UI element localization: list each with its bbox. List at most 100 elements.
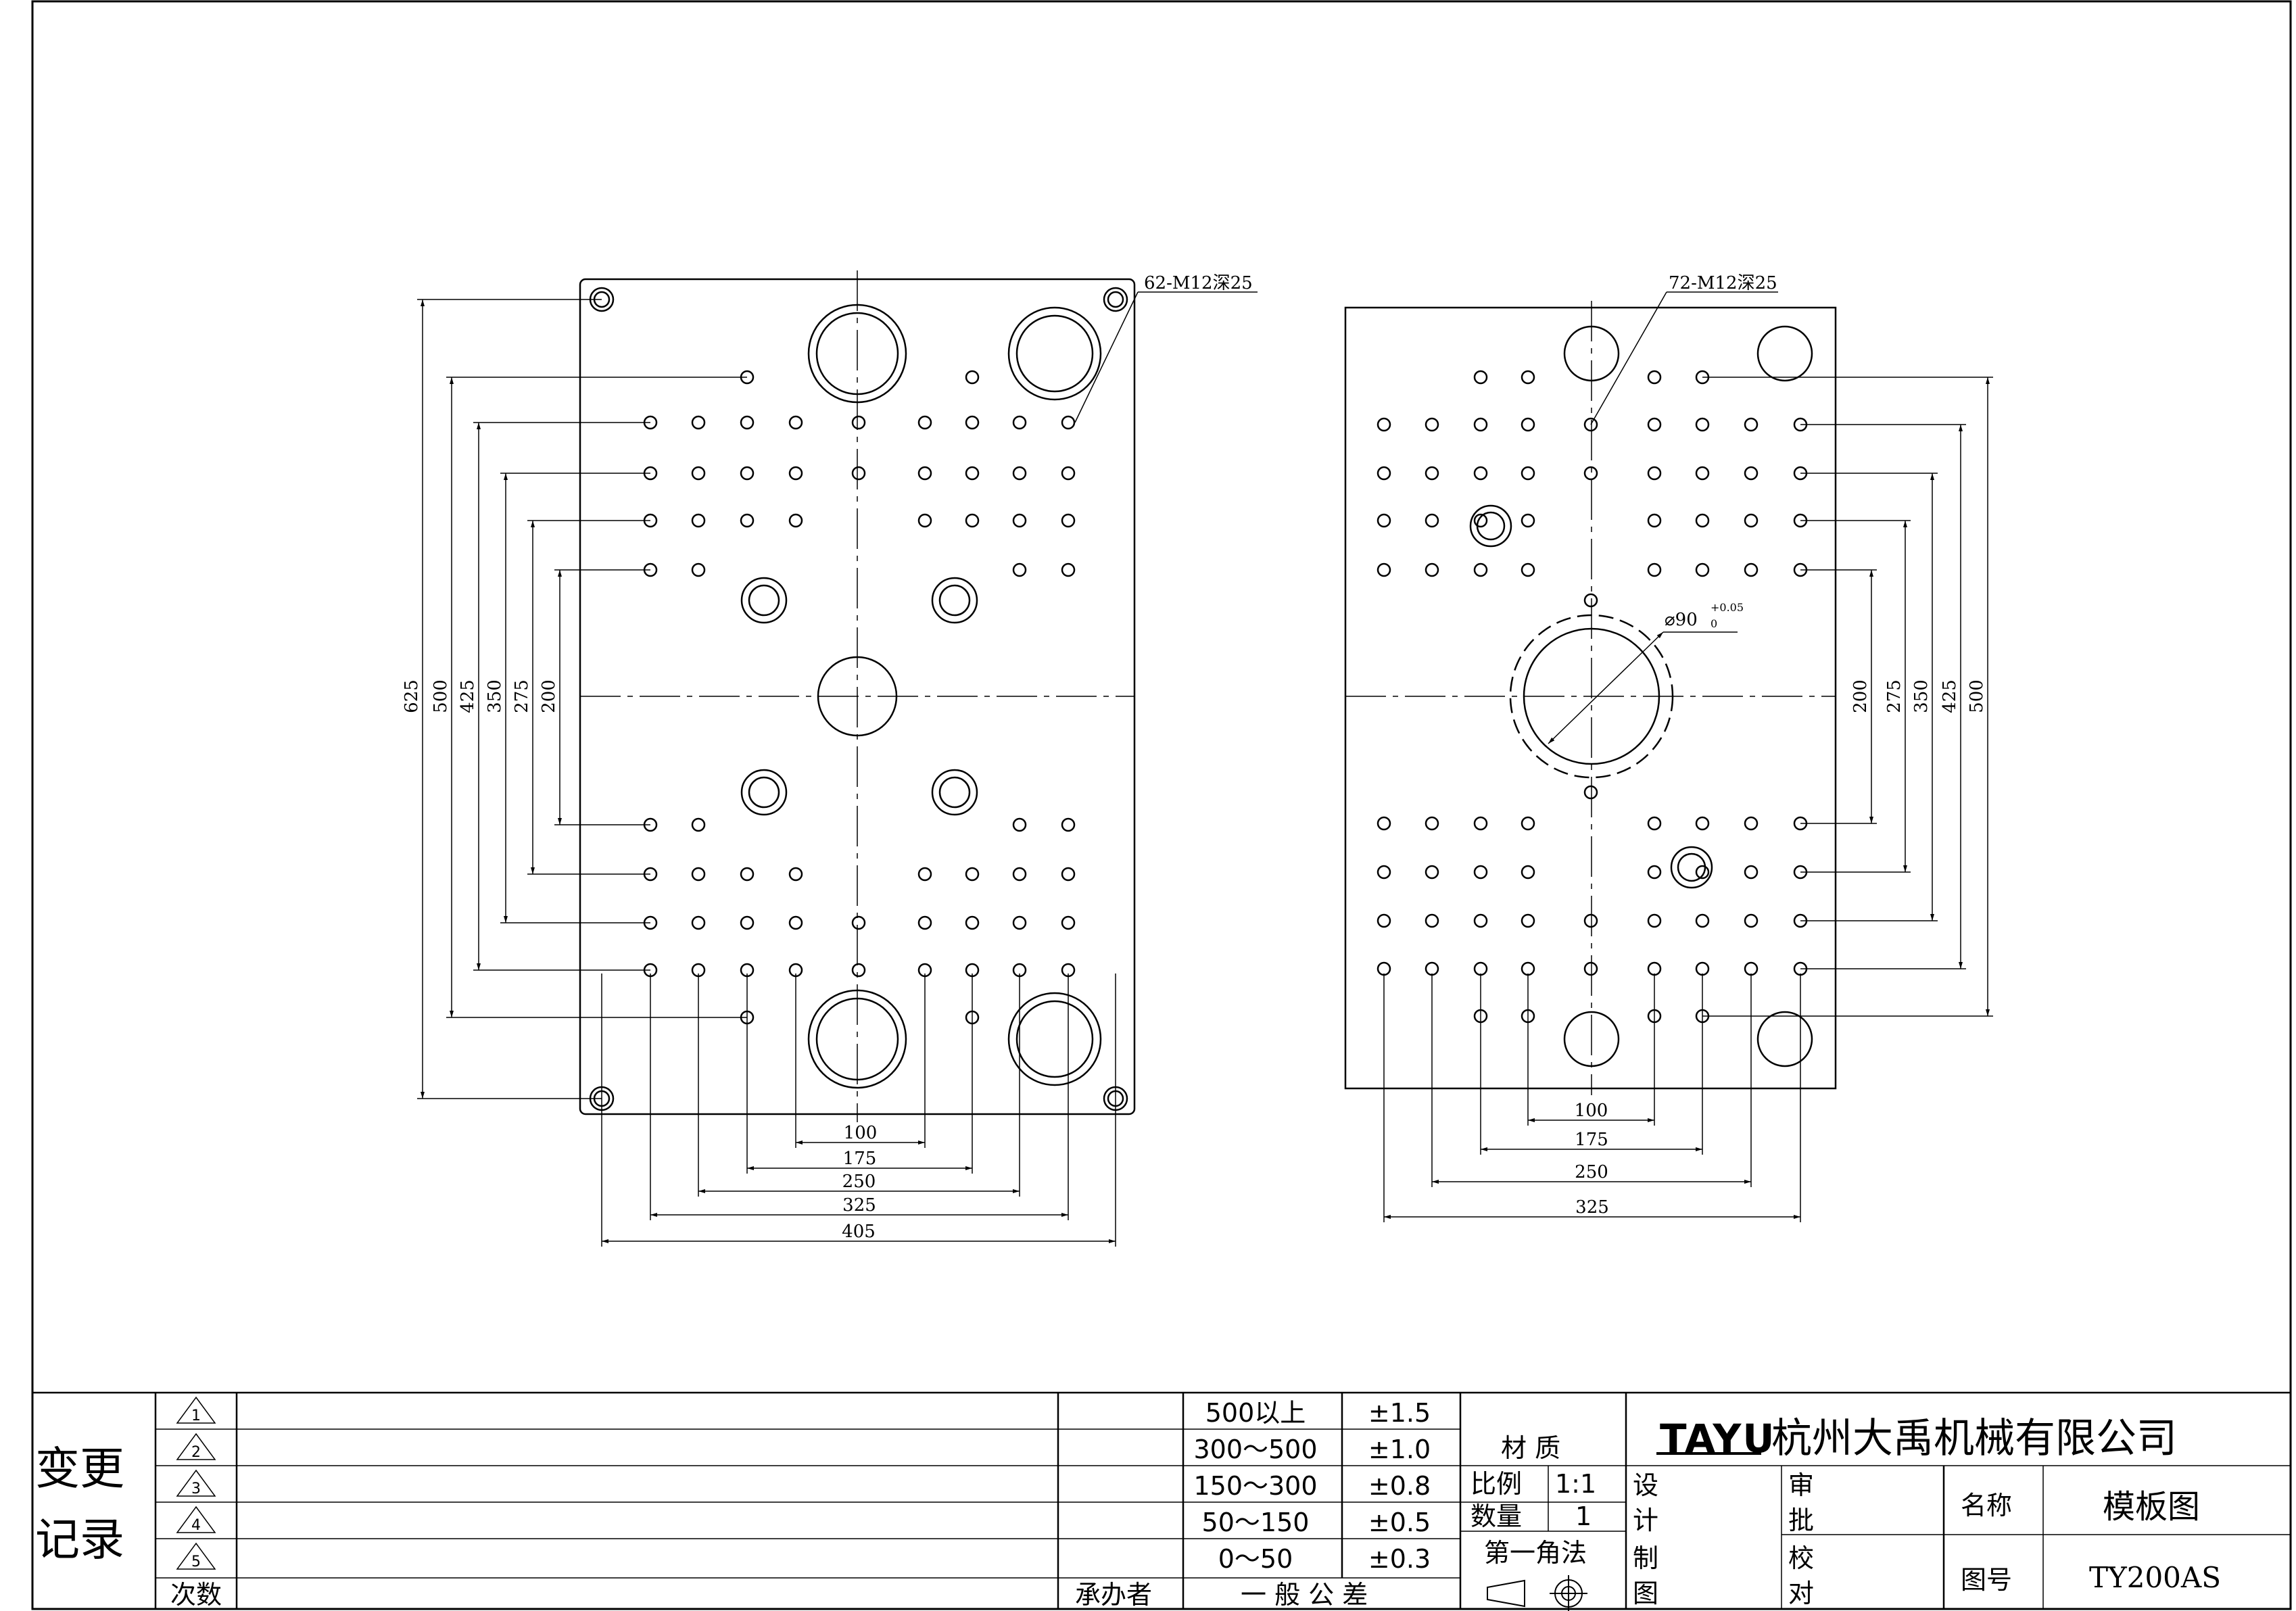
right-plate-features bbox=[1469, 325, 1813, 1067]
tolerance-value: ±0.8 bbox=[1368, 1471, 1431, 1501]
threaded-hole bbox=[1061, 562, 1076, 577]
quantity-label: 数量 bbox=[1470, 1501, 1522, 1531]
left-threaded-holes bbox=[589, 287, 1128, 1111]
threaded-hole bbox=[1583, 913, 1598, 928]
left-top-center-bore bbox=[807, 304, 907, 404]
tolerance-range: 0～50 bbox=[1218, 1544, 1293, 1574]
threaded-hole bbox=[1695, 513, 1710, 528]
threaded-hole bbox=[1744, 961, 1759, 976]
threaded-hole bbox=[1647, 513, 1662, 528]
threaded-hole bbox=[1377, 865, 1391, 880]
threaded-hole bbox=[1425, 913, 1439, 928]
design-label-2: 计 bbox=[1633, 1506, 1658, 1535]
threaded-hole bbox=[1695, 816, 1710, 831]
threaded-hole bbox=[1012, 817, 1027, 832]
draw-label-2: 图 bbox=[1633, 1579, 1658, 1608]
left-hdim-label: 405 bbox=[842, 1222, 876, 1242]
change-record-line1: 变更 bbox=[35, 1443, 124, 1495]
threaded-hole bbox=[1061, 867, 1076, 882]
right-hdim-label: 100 bbox=[1575, 1101, 1608, 1121]
threaded-hole bbox=[1473, 370, 1488, 385]
right-vdim-label: 350 bbox=[1911, 679, 1932, 713]
left-guide-tr bbox=[931, 577, 978, 624]
threaded-hole bbox=[1425, 816, 1439, 831]
left-guide-bl bbox=[740, 769, 788, 816]
threaded-hole bbox=[1647, 370, 1662, 385]
threaded-hole bbox=[788, 415, 803, 430]
left-vdim-label: 425 bbox=[458, 679, 478, 713]
threaded-hole bbox=[1473, 913, 1488, 928]
threaded-hole bbox=[1473, 816, 1488, 831]
right-vdim-label: 200 bbox=[1850, 679, 1871, 713]
right-plate-outline bbox=[1344, 306, 1837, 1090]
left-top-center-bore-inner bbox=[815, 312, 899, 395]
corner-hole bbox=[1103, 287, 1128, 312]
threaded-hole bbox=[691, 867, 706, 882]
threaded-hole bbox=[691, 513, 706, 528]
left-vdim-label: 275 bbox=[512, 679, 532, 713]
threaded-hole bbox=[788, 466, 803, 481]
threaded-hole bbox=[851, 963, 866, 978]
left-hdim-label: 175 bbox=[843, 1149, 877, 1169]
threaded-hole bbox=[1695, 466, 1710, 481]
threaded-hole bbox=[740, 415, 755, 430]
right-thread-callout-text: 72-M12深25 bbox=[1669, 273, 1777, 293]
threaded-hole bbox=[1583, 417, 1598, 432]
left-center-bore bbox=[817, 656, 898, 737]
revision-triangle bbox=[176, 1506, 216, 1533]
threaded-hole bbox=[917, 415, 932, 430]
tolerance-range: 300～500 bbox=[1193, 1435, 1317, 1464]
threaded-hole bbox=[1473, 417, 1488, 432]
threaded-hole bbox=[1012, 867, 1027, 882]
left-guide-tl-inner bbox=[748, 584, 780, 617]
threaded-hole bbox=[1744, 816, 1759, 831]
threaded-hole bbox=[1012, 915, 1027, 930]
threaded-hole bbox=[1521, 961, 1535, 976]
right-hdim-label: 175 bbox=[1575, 1130, 1608, 1150]
threaded-hole bbox=[788, 915, 803, 930]
threaded-hole bbox=[1744, 562, 1759, 577]
threaded-hole bbox=[1061, 513, 1076, 528]
right-guide-upper bbox=[1469, 504, 1512, 548]
right-guide-lower-inner bbox=[1677, 852, 1706, 882]
left-plate-features bbox=[740, 304, 1102, 1089]
revision-number: 1 bbox=[191, 1408, 201, 1424]
tolerance-table: 500以上±1.5300～500±1.0150～300±0.850～150±0.… bbox=[1193, 1398, 1431, 1574]
left-guide-br-inner bbox=[938, 776, 971, 809]
threaded-hole bbox=[965, 867, 980, 882]
tolerance-value: ±1.5 bbox=[1368, 1398, 1431, 1428]
threaded-hole bbox=[691, 817, 706, 832]
approve-label-1: 审 bbox=[1788, 1470, 1814, 1500]
threaded-hole bbox=[965, 513, 980, 528]
threaded-hole bbox=[1473, 513, 1488, 528]
threaded-hole bbox=[851, 915, 866, 930]
threaded-hole bbox=[1521, 466, 1535, 481]
tolerance-range: 50～150 bbox=[1202, 1508, 1310, 1537]
revision-triangle bbox=[176, 1433, 216, 1460]
threaded-hole bbox=[1647, 562, 1662, 577]
drawing-no-label: 图号 bbox=[1961, 1565, 2012, 1595]
threaded-hole bbox=[851, 415, 866, 430]
threaded-hole bbox=[1425, 961, 1439, 976]
threaded-hole bbox=[1583, 785, 1598, 800]
tolerance-range: 150～300 bbox=[1193, 1471, 1317, 1501]
threaded-hole bbox=[1012, 415, 1027, 430]
threaded-hole bbox=[1012, 513, 1027, 528]
left-thread-callout-text: 62-M12深25 bbox=[1144, 273, 1253, 293]
threaded-hole bbox=[917, 466, 932, 481]
sheet-border bbox=[31, 0, 2292, 1610]
threaded-hole bbox=[917, 915, 932, 930]
change-record-line2: 记录 bbox=[35, 1514, 124, 1566]
diameter-tol-lower: 0 bbox=[1711, 617, 1717, 630]
name-value: 模板图 bbox=[2103, 1488, 2200, 1526]
right-center-bore-outer bbox=[1509, 614, 1674, 779]
threaded-hole bbox=[740, 867, 755, 882]
left-guide-br bbox=[931, 769, 978, 816]
threaded-hole bbox=[1744, 865, 1759, 880]
threaded-hole bbox=[788, 867, 803, 882]
threaded-hole bbox=[1521, 562, 1535, 577]
